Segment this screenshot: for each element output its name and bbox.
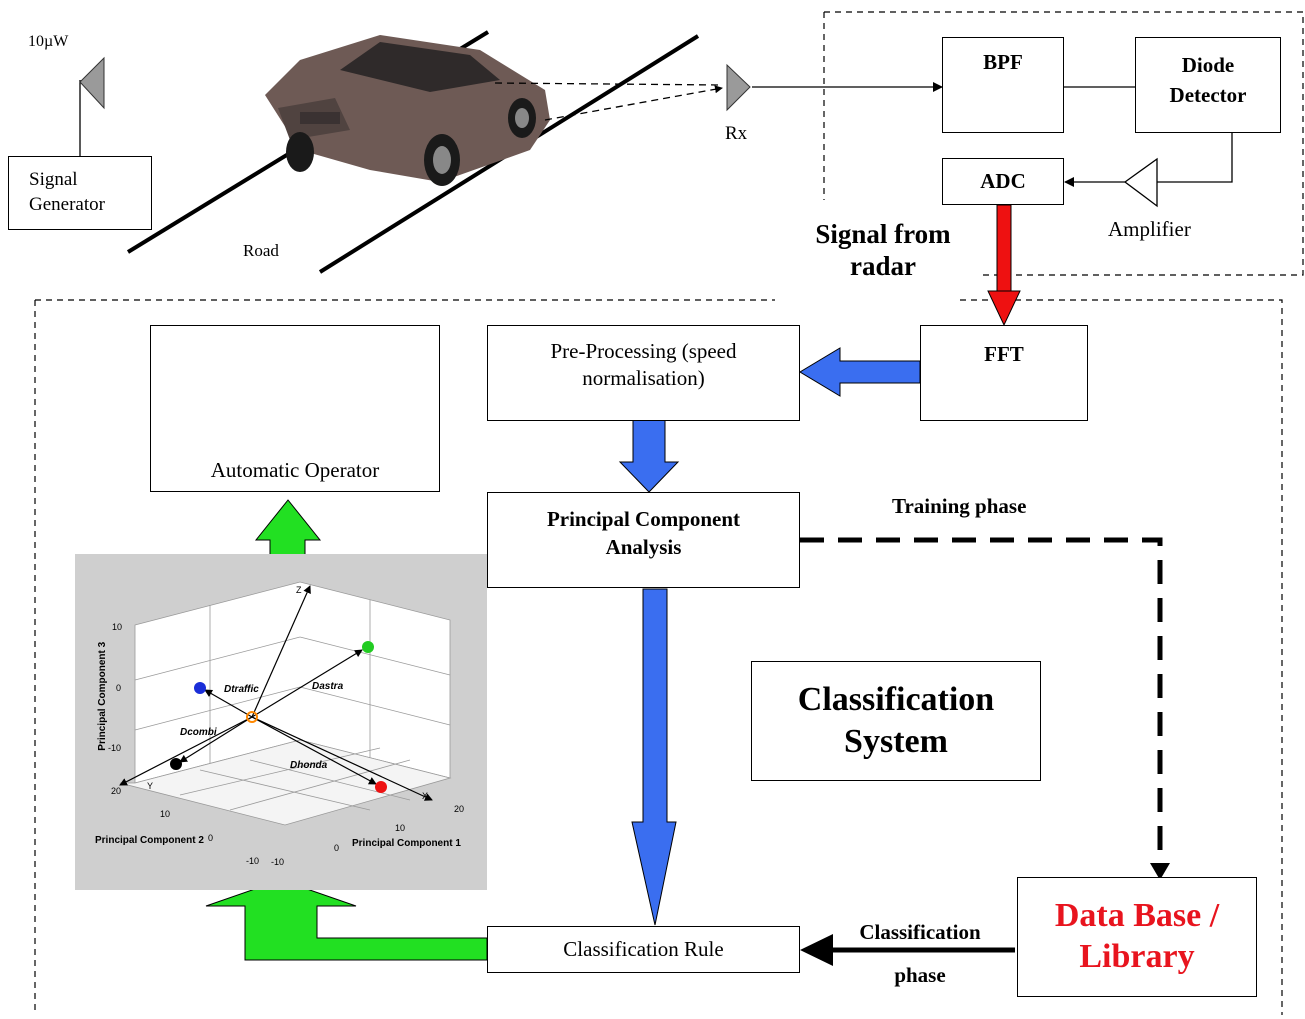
plot-y-tick: 10: [160, 809, 171, 819]
plot-dist-label: Dhonda: [290, 760, 328, 771]
preprocessing-box: Pre-Processing (speed normalisation): [487, 325, 800, 421]
tx-antenna-icon: [79, 56, 105, 110]
vec-dhonda: [251, 716, 377, 785]
classification-phase-label: Classification phase: [859, 920, 981, 988]
plot-zlabel: Principal Component 3: [96, 641, 108, 751]
blue-arrow-fft-pre: [799, 347, 921, 397]
plot-dist-label: Dastra: [312, 681, 344, 692]
classification-rule-box: Classification Rule: [487, 926, 800, 973]
point-astra: [362, 641, 374, 653]
car-icon: [265, 35, 550, 186]
plot-z-tick: -10: [108, 743, 122, 753]
vec-dtraffic: [204, 689, 253, 718]
database-box: Data Base / Library: [1017, 877, 1257, 997]
plot-x-tick: 20: [454, 804, 465, 814]
blue-arrow-pca-rule: [631, 588, 677, 926]
red-arrow-adc-fft: [987, 204, 1021, 327]
classification-system-box: Classification System: [751, 661, 1041, 781]
road-label: Road: [243, 241, 279, 260]
diode-detector-box: Diode Detector: [1135, 37, 1281, 133]
point-traffic: [194, 682, 206, 694]
plot-y-tick: 0: [208, 833, 214, 843]
plot-y-axis-label: Y: [147, 781, 154, 791]
plot-y-tick: 20: [111, 786, 122, 796]
adc-label: ADC: [980, 169, 1026, 193]
plot-x-axis-label: X: [422, 791, 429, 801]
plot-xlabel: Principal Component 1: [352, 838, 461, 849]
point-combi: [170, 758, 182, 770]
radar-enclosure: [823, 11, 1304, 276]
vec-dcombi: [179, 716, 253, 763]
classification-enclosure: [34, 299, 1283, 1015]
plot-x-tick: 0: [334, 843, 340, 853]
classification-phase-arrowhead: [800, 934, 833, 966]
training-phase-arrowhead: [1150, 863, 1170, 880]
plot-z-tick: 0: [116, 683, 122, 693]
bpf-label: BPF: [983, 50, 1023, 74]
fft-box: FFT: [920, 325, 1088, 421]
point-centre: [246, 711, 258, 723]
preprocessing-label: Pre-Processing (speed normalisation): [550, 339, 737, 391]
green-arrow-rule-plot: [205, 879, 488, 961]
training-phase-line: [800, 537, 1163, 865]
automatic-operator-label: Automatic Operator: [210, 458, 380, 482]
plot-y-axis: [119, 716, 253, 786]
plot-x-axis: [251, 716, 433, 801]
reflection-line-1: [494, 82, 723, 86]
database-label: Data Base / Library: [1054, 897, 1220, 975]
point-honda: [375, 781, 387, 793]
diode-to-amp-line: [1157, 133, 1233, 183]
signal-generator-box: Signal Generator: [8, 156, 152, 230]
plot-dist-label: Dtraffic: [224, 684, 259, 695]
power-label: 10µW: [28, 33, 69, 50]
signal-generator-label: Signal Generator: [29, 169, 105, 215]
rx-antenna-icon: [726, 63, 751, 112]
fft-label: FFT: [984, 342, 1024, 366]
diode-detector-label: Diode Detector: [1169, 53, 1247, 108]
plot-z-tick: 10: [112, 622, 123, 632]
plot-3d: [119, 581, 452, 826]
amplifier-icon: [1123, 157, 1158, 208]
plot-z-axis: [251, 585, 311, 718]
blue-arrow-pre-pca: [618, 419, 680, 493]
rx-label: Rx: [725, 123, 748, 144]
signal-from-radar-label: Signal from radar: [815, 219, 951, 282]
reflection-line-2: [544, 85, 723, 121]
plot-dist-label: Dcombi: [180, 727, 217, 738]
automatic-operator-box: Automatic Operator: [150, 325, 440, 492]
plot-x-tick: 10: [395, 823, 406, 833]
bpf-box: BPF: [942, 37, 1064, 133]
plot-y-tick: -10: [246, 856, 260, 866]
classification-system-label: Classification System: [797, 680, 995, 761]
pca-box: Principal Component Analysis: [487, 492, 800, 588]
plot-x-tick: -10: [271, 857, 285, 867]
pca-label: Principal Component Analysis: [546, 507, 741, 560]
classification-rule-label: Classification Rule: [563, 937, 724, 961]
plot-ylabel: Principal Component 2: [95, 835, 204, 846]
amplifier-label: Amplifier: [1108, 217, 1191, 241]
plot-z-axis-label: Z: [296, 585, 302, 595]
training-phase-label: Training phase: [892, 494, 1027, 518]
adc-box: ADC: [942, 158, 1064, 205]
vec-dastra: [251, 649, 363, 718]
